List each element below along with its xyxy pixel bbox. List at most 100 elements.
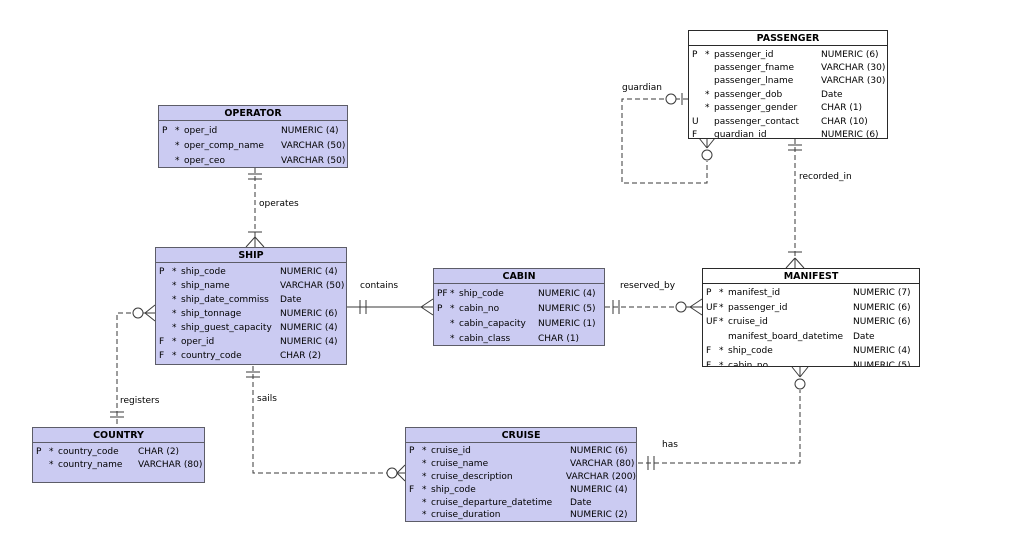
relationship-label-contains: contains [360, 281, 399, 291]
column-datatype: Date [853, 331, 875, 342]
column-key-flags: PF [437, 288, 448, 299]
relationship-label-operates: operates [259, 199, 299, 209]
column-datatype: NUMERIC (4) [280, 323, 338, 333]
column-key-flags: P [437, 303, 443, 314]
column-name: cruise_name [431, 459, 489, 470]
column-key-flags: F [159, 337, 165, 347]
column-name: cabin_capacity [459, 318, 526, 329]
column-datatype: CHAR (10) [821, 116, 868, 127]
column-key-flags: F [706, 360, 712, 367]
column-key-flags: P [706, 288, 712, 299]
column-mandatory-marker: * [450, 333, 455, 344]
entity-title: MANIFEST [703, 269, 919, 284]
column-mandatory-marker: * [422, 446, 427, 457]
column-datatype: VARCHAR (50) [280, 281, 345, 291]
column-datatype: NUMERIC (4) [853, 346, 911, 357]
column-key-flags: F [159, 351, 165, 361]
column-mandatory-marker: * [719, 360, 724, 367]
column-key-flags: P [692, 49, 698, 60]
entity-title: CABIN [434, 269, 604, 284]
column-name: ship_name [181, 281, 230, 291]
column-datatype: Date [280, 295, 302, 305]
column-datatype: CHAR (2) [138, 446, 180, 457]
column-name: passenger_lname [714, 76, 794, 87]
column-mandatory-marker: * [172, 281, 177, 291]
column-name: ship_code [431, 484, 476, 495]
column-datatype: NUMERIC (4) [538, 288, 596, 299]
column-datatype: NUMERIC (6) [570, 446, 628, 457]
column-name: passenger_dob [714, 89, 783, 100]
column-mandatory-marker: * [719, 317, 724, 328]
entity-title: SHIP [156, 248, 346, 263]
column-datatype: Date [570, 497, 592, 508]
column-datatype: NUMERIC (4) [570, 484, 628, 495]
column-datatype: NUMERIC (6) [853, 317, 911, 328]
column-datatype: NUMERIC (5) [853, 360, 911, 367]
column-datatype: NUMERIC (4) [281, 125, 339, 136]
column-mandatory-marker: * [49, 459, 54, 470]
column-mandatory-marker: * [49, 446, 54, 457]
column-name: passenger_id [728, 302, 788, 313]
column-key-flags: F [692, 130, 698, 139]
column-datatype: NUMERIC (5) [538, 303, 596, 314]
column-datatype: VARCHAR (50) [281, 140, 346, 151]
column-mandatory-marker: * [422, 459, 427, 470]
column-datatype: VARCHAR (30) [821, 63, 886, 74]
column-name: ship_code [459, 288, 504, 299]
column-name: cabin_no [728, 360, 769, 367]
entity-column-row: F * cabin_no NUMERIC (5) [703, 359, 919, 367]
column-key-flags: P [36, 446, 42, 457]
column-key-flags: P [409, 446, 415, 457]
column-mandatory-marker: * [422, 497, 427, 508]
column-name: cabin_no [459, 303, 500, 314]
column-datatype: NUMERIC (7) [853, 288, 911, 299]
column-name: oper_id [181, 337, 215, 347]
column-mandatory-marker: * [172, 267, 177, 277]
column-key-flags: P [159, 267, 165, 277]
column-name: cruise_id [431, 446, 471, 457]
column-name: passenger_id [714, 49, 774, 60]
column-mandatory-marker: * [705, 49, 710, 60]
column-name: guardian_id [714, 130, 767, 139]
column-name: oper_ceo [184, 155, 225, 166]
relationship-label-reserved-by: reserved_by [620, 281, 676, 291]
column-mandatory-marker: * [172, 323, 177, 333]
column-name: manifest_board_datetime [728, 331, 844, 342]
column-datatype: CHAR (1) [821, 103, 863, 114]
column-datatype: Date [821, 89, 843, 100]
column-datatype: NUMERIC (4) [280, 337, 338, 347]
relationship-label-registers: registers [120, 396, 160, 406]
column-datatype: VARCHAR (80) [138, 459, 203, 470]
entity-title: OPERATOR [159, 106, 347, 121]
column-mandatory-marker: * [172, 309, 177, 319]
column-datatype: CHAR (2) [280, 351, 322, 361]
column-datatype: CHAR (1) [538, 333, 580, 344]
